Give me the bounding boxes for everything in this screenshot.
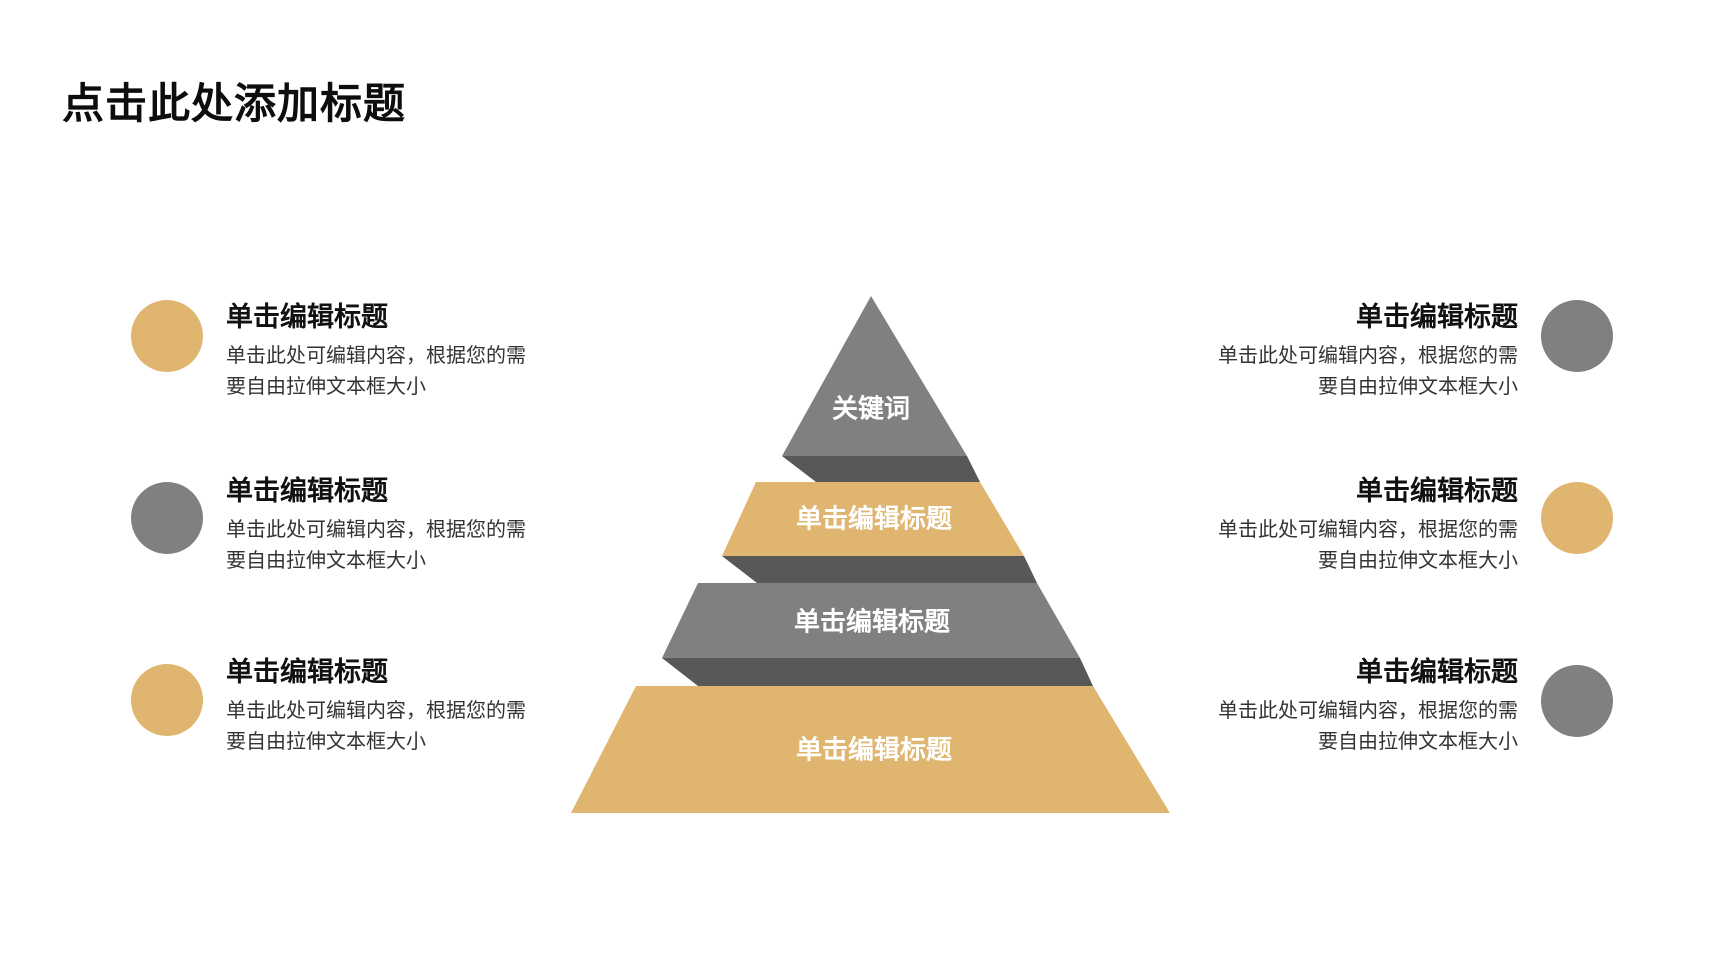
right-item-3-desc-line1: 单击此处可编辑内容，根据您的需 xyxy=(1218,698,1518,722)
left-item-1-desc-line1: 单击此处可编辑内容，根据您的需 xyxy=(226,343,526,367)
right-dot-1 xyxy=(1541,300,1613,372)
right-item-2-desc-line1: 单击此处可编辑内容，根据您的需 xyxy=(1218,517,1518,541)
left-item-1-desc-line2: 要自由拉伸文本框大小 xyxy=(226,374,426,398)
right-item-2-desc[interactable]: 单击此处可编辑内容，根据您的需 要自由拉伸文本框大小 xyxy=(1118,514,1518,576)
right-item-1[interactable]: 单击编辑标题 单击此处可编辑内容，根据您的需 要自由拉伸文本框大小 xyxy=(1118,300,1518,402)
left-item-2[interactable]: 单击编辑标题 单击此处可编辑内容，根据您的需 要自由拉伸文本框大小 xyxy=(226,474,626,576)
pyramid-fold-1 xyxy=(782,456,980,482)
left-item-3-desc-line2: 要自由拉伸文本框大小 xyxy=(226,729,426,753)
right-item-1-desc-line1: 单击此处可编辑内容，根据您的需 xyxy=(1218,343,1518,367)
left-item-3-desc-line1: 单击此处可编辑内容，根据您的需 xyxy=(226,698,526,722)
right-item-3[interactable]: 单击编辑标题 单击此处可编辑内容，根据您的需 要自由拉伸文本框大小 xyxy=(1118,655,1518,757)
pyramid-level-3[interactable] xyxy=(662,583,1080,658)
left-dot-1 xyxy=(131,300,203,372)
left-dot-2 xyxy=(131,482,203,554)
left-item-3-title[interactable]: 单击编辑标题 xyxy=(226,657,388,688)
right-item-1-title[interactable]: 单击编辑标题 xyxy=(1356,302,1518,333)
right-dot-2 xyxy=(1541,482,1613,554)
pyramid-level-1[interactable] xyxy=(782,296,967,456)
left-item-1-title[interactable]: 单击编辑标题 xyxy=(226,302,388,333)
page-title: 点击此处添加标题 xyxy=(62,79,407,128)
pyramid-label-3: 单击编辑标题 xyxy=(794,607,950,638)
right-item-1-desc[interactable]: 单击此处可编辑内容，根据您的需 要自由拉伸文本框大小 xyxy=(1118,340,1518,402)
right-item-3-desc[interactable]: 单击此处可编辑内容，根据您的需 要自由拉伸文本框大小 xyxy=(1118,695,1518,757)
right-item-2-title[interactable]: 单击编辑标题 xyxy=(1356,476,1518,507)
right-item-2[interactable]: 单击编辑标题 单击此处可编辑内容，根据您的需 要自由拉伸文本框大小 xyxy=(1118,474,1518,576)
pyramid-label-1: 关键词 xyxy=(832,394,910,425)
left-dot-3 xyxy=(131,664,203,736)
left-item-3-desc[interactable]: 单击此处可编辑内容，根据您的需 要自由拉伸文本框大小 xyxy=(226,695,626,757)
right-dot-3 xyxy=(1541,665,1613,737)
right-item-1-desc-line2: 要自由拉伸文本框大小 xyxy=(1318,374,1518,398)
left-item-2-title[interactable]: 单击编辑标题 xyxy=(226,476,388,507)
left-item-2-desc-line1: 单击此处可编辑内容，根据您的需 xyxy=(226,517,526,541)
pyramid-level-2[interactable] xyxy=(722,482,1024,556)
left-item-2-desc-line2: 要自由拉伸文本框大小 xyxy=(226,548,426,572)
pyramid-label-4: 单击编辑标题 xyxy=(796,735,952,766)
pyramid-level-4[interactable] xyxy=(571,686,1170,813)
left-item-1-desc[interactable]: 单击此处可编辑内容，根据您的需 要自由拉伸文本框大小 xyxy=(226,340,626,402)
left-item-2-desc[interactable]: 单击此处可编辑内容，根据您的需 要自由拉伸文本框大小 xyxy=(226,514,626,576)
left-item-1[interactable]: 单击编辑标题 单击此处可编辑内容，根据您的需 要自由拉伸文本框大小 xyxy=(226,300,626,402)
pyramid-fold-3 xyxy=(662,658,1093,686)
left-item-3[interactable]: 单击编辑标题 单击此处可编辑内容，根据您的需 要自由拉伸文本框大小 xyxy=(226,655,626,757)
pyramid-fold-2 xyxy=(722,556,1037,583)
pyramid-label-2: 单击编辑标题 xyxy=(796,504,952,535)
right-item-2-desc-line2: 要自由拉伸文本框大小 xyxy=(1318,548,1518,572)
right-item-3-desc-line2: 要自由拉伸文本框大小 xyxy=(1318,729,1518,753)
right-item-3-title[interactable]: 单击编辑标题 xyxy=(1356,657,1518,688)
